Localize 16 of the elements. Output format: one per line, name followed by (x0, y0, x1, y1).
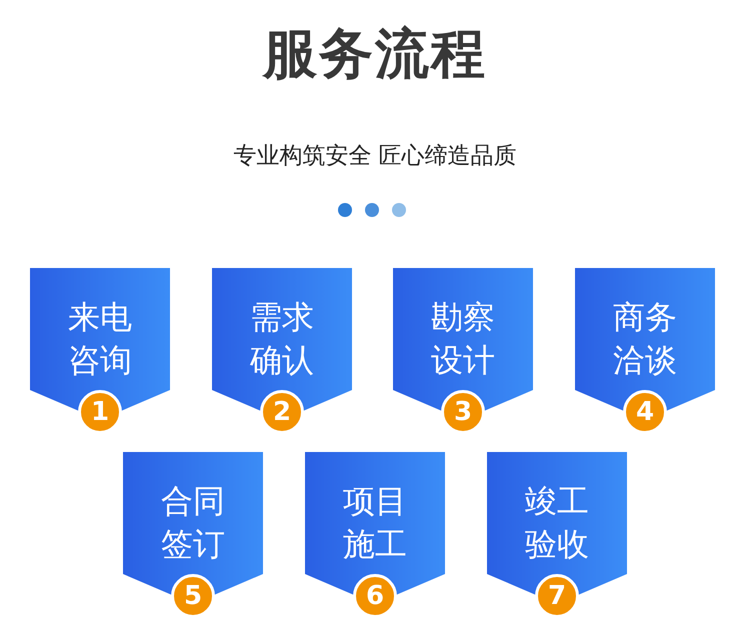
step-label: 勘察设计 (430, 297, 496, 382)
step-number: 5 (171, 574, 215, 618)
step-number: 3 (441, 390, 485, 434)
step-label: 项目施工 (342, 481, 408, 566)
step-label: 商务洽谈 (612, 297, 678, 382)
step-number: 1 (78, 390, 122, 434)
title: 服务流程 (263, 22, 487, 87)
step-label: 需求确认 (249, 297, 315, 382)
step-number: 6 (353, 574, 397, 618)
step-label: 合同签订 (160, 481, 226, 566)
step-number: 2 (260, 390, 304, 434)
step-number: 7 (535, 574, 579, 618)
step-label: 竣工验收 (524, 481, 590, 566)
step-label: 来电咨询 (67, 297, 133, 382)
subtitle: 专业构筑安全 匠心缔造品质 (233, 142, 517, 171)
step-number: 4 (623, 390, 667, 434)
